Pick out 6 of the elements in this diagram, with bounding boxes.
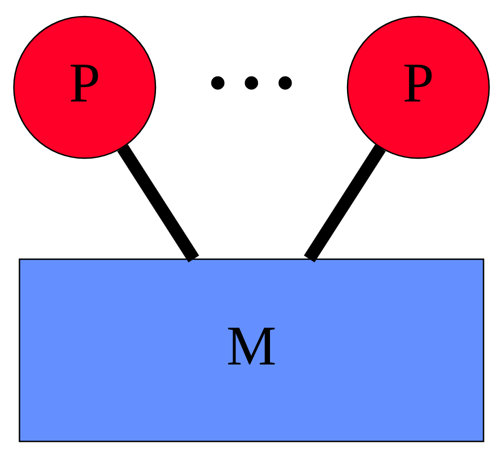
node-circle: P	[13, 16, 156, 159]
node-box: M	[18, 258, 484, 442]
label: • • •	[208, 52, 295, 114]
node-circle: P	[346, 16, 490, 159]
connector	[117, 144, 200, 262]
connector	[304, 144, 386, 262]
